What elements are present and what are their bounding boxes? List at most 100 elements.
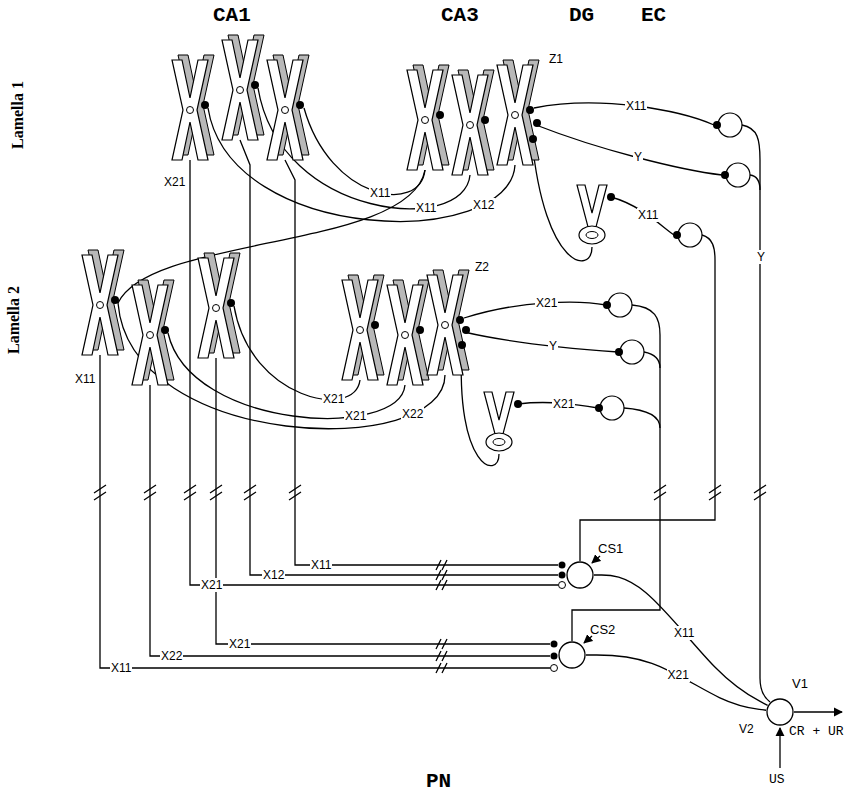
- signal-label: X11: [110, 661, 132, 675]
- fiber-paths: [100, 88, 842, 768]
- fiber: [534, 103, 714, 125]
- signal-label: Z2: [474, 260, 490, 274]
- break-mark: [436, 639, 447, 649]
- synapse: [559, 582, 566, 589]
- ca1-output: [216, 358, 550, 644]
- pyramidal-cell: [407, 65, 449, 170]
- pyramidal-cell: [82, 250, 124, 355]
- fiber: [742, 125, 770, 702]
- break-mark: [709, 485, 721, 500]
- synapse: [533, 119, 541, 127]
- break-mark: [436, 663, 447, 673]
- signal-label: X11: [310, 558, 332, 572]
- input-arrow: [779, 728, 780, 768]
- ec-cell: [673, 223, 702, 247]
- fiber: [611, 197, 674, 235]
- synapse: [458, 341, 466, 349]
- fiber: [750, 175, 760, 190]
- signal-label: US: [768, 772, 786, 787]
- pyramidal-cell: [198, 253, 240, 358]
- neuron-circle: [567, 562, 593, 588]
- region-label: CA1: [212, 4, 252, 28]
- pyramidal-cell: [222, 35, 264, 140]
- signal-label: X21: [228, 637, 251, 651]
- signal-label: X11: [369, 186, 391, 200]
- break-mark: [289, 485, 301, 500]
- edge-label: X11: [673, 626, 695, 640]
- synapse: [551, 641, 558, 648]
- ca1-output: [240, 140, 558, 575]
- neuron-circle: [767, 699, 793, 725]
- break-mark: [436, 560, 447, 570]
- neuron-label: CS1: [598, 541, 623, 556]
- synapse: [551, 665, 558, 672]
- break-mark: [210, 485, 222, 500]
- ca1-output: [100, 355, 550, 668]
- region-label: PN: [425, 770, 452, 794]
- signal-label: V2: [738, 722, 755, 736]
- signal-label: X21: [552, 397, 575, 411]
- signal-label: Lamella 2: [5, 285, 23, 355]
- region-label: DG: [568, 4, 595, 28]
- axon-connector: [594, 575, 768, 705]
- pyramidal-cell: [427, 270, 469, 375]
- break-mark: [244, 485, 256, 500]
- neuron-node: V1: [766, 698, 794, 726]
- signal-label: X11: [74, 372, 96, 386]
- signal-label: X11: [625, 99, 647, 113]
- signal-label: Z1: [548, 52, 564, 66]
- signal-label: X11: [637, 208, 659, 222]
- break-mark: [436, 651, 447, 661]
- pyramidal-cell: [132, 280, 174, 385]
- signal-label: Lamella 1: [9, 80, 27, 150]
- neuron-outline: [566, 561, 594, 589]
- signal-label: X21: [200, 578, 223, 592]
- break-mark: [184, 485, 196, 500]
- break-mark: [436, 570, 447, 580]
- ec-cell: [603, 293, 632, 317]
- granule-cell: [577, 185, 615, 244]
- fiber: [644, 352, 660, 368]
- region-label: CA3: [440, 4, 480, 28]
- leader-arrow: [592, 556, 600, 563]
- fiber: [624, 408, 660, 428]
- break-mark: [654, 485, 666, 500]
- signal-label: Y: [548, 339, 558, 353]
- signal-label: CR + UR: [788, 724, 845, 739]
- neuron-node: CS1: [566, 561, 594, 589]
- signal-label: X21: [163, 175, 186, 189]
- signal-label: Y: [633, 150, 643, 164]
- fiber: [572, 305, 660, 641]
- pyramidal-cell: [452, 70, 494, 175]
- signal-label: X21: [322, 392, 345, 406]
- neuron-node: CS2: [558, 641, 586, 669]
- synapse: [551, 653, 558, 660]
- region-label: EC: [640, 4, 667, 28]
- signal-label: X12: [472, 198, 495, 212]
- pyramidal-cell: [267, 55, 309, 160]
- axon-connector: [586, 655, 766, 710]
- synapse: [559, 562, 566, 569]
- break-mark: [144, 485, 156, 500]
- fiber: [464, 332, 618, 352]
- collateral: [304, 108, 425, 194]
- signal-label: X21: [535, 296, 558, 310]
- ca1-output: [285, 160, 558, 565]
- break-mark: [436, 580, 447, 590]
- synapse: [529, 135, 537, 143]
- neuron-circle: [559, 642, 585, 668]
- pyramidal-cell: [497, 60, 539, 165]
- neuron-outline: [558, 641, 586, 669]
- fiber: [580, 235, 715, 561]
- break-mark: [94, 485, 106, 500]
- granule-cell: [484, 392, 522, 451]
- break-mark: [754, 485, 766, 500]
- synapse: [559, 572, 566, 579]
- neuron-outline: [766, 698, 794, 726]
- signal-label: X21: [344, 409, 367, 423]
- signal-label: X11: [415, 201, 437, 215]
- ec-cell: [595, 396, 624, 420]
- ec-cell: [615, 340, 644, 364]
